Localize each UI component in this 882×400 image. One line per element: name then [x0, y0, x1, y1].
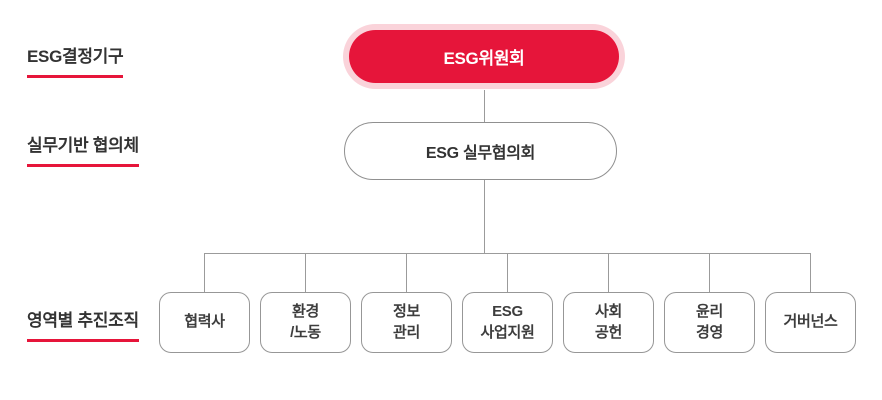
node-social-contribution: 사회 공헌: [563, 292, 654, 353]
node-ethical-management: 윤리 경영: [664, 292, 755, 353]
connector-drop-3: [406, 253, 407, 292]
node-partners-label: 협력사: [184, 313, 225, 331]
row-label-esg-decision-body: ESG결정기구: [27, 42, 124, 78]
node-esg-committee: ESG위원회: [349, 30, 619, 83]
connector-drop-1: [204, 253, 205, 292]
node-information-management-label: 정보 관리: [392, 303, 420, 341]
node-esg-working-council-label: ESG 실무협의회: [425, 145, 536, 162]
node-partners: 협력사: [159, 292, 250, 353]
node-esg-business-support-label: ESG 사업지원: [480, 303, 535, 341]
connector-drop-7: [810, 253, 811, 292]
connector-root-to-council: [484, 90, 485, 122]
node-environment-labor-label: 환경 /노동: [290, 303, 321, 341]
node-environment-labor: 환경 /노동: [260, 292, 351, 353]
row-label-working-level-council: 실무기반 협의체: [27, 131, 139, 167]
node-governance: 거버넌스: [765, 292, 856, 353]
row-label-area-organizations: 영역별 추진조직: [27, 306, 139, 342]
connector-drop-2: [305, 253, 306, 292]
node-information-management: 정보 관리: [361, 292, 452, 353]
connector-council-stem: [484, 180, 485, 253]
connector-drop-5: [608, 253, 609, 292]
node-ethical-management-label: 윤리 경영: [695, 303, 723, 341]
node-esg-business-support: ESG 사업지원: [462, 292, 553, 353]
node-esg-committee-label: ESG위원회: [443, 49, 525, 68]
node-governance-label: 거버넌스: [783, 313, 838, 331]
node-social-contribution-label: 사회 공헌: [594, 303, 622, 341]
connector-drop-4: [507, 253, 508, 292]
node-esg-working-council: ESG 실무협의회: [344, 122, 617, 180]
connector-drop-6: [709, 253, 710, 292]
